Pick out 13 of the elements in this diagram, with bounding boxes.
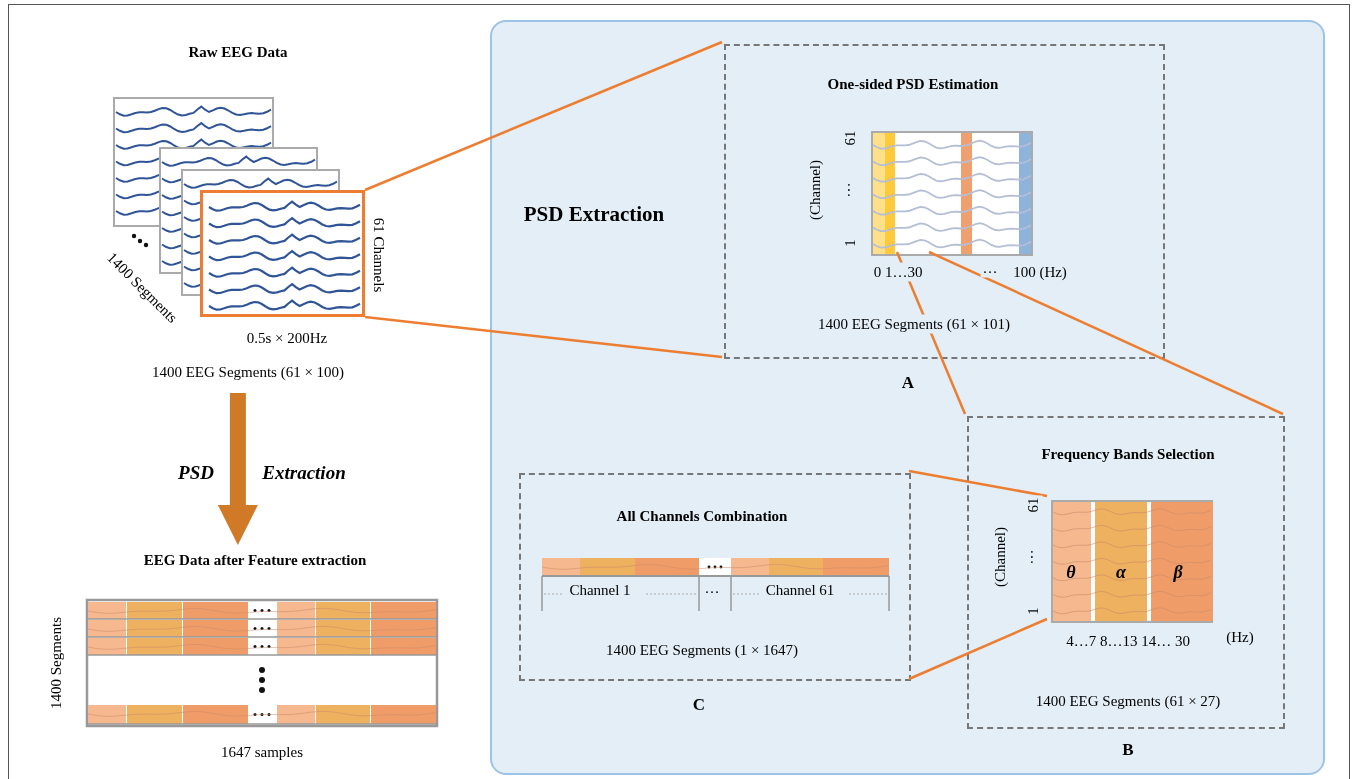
tick-label: 0 1…30 [871,262,925,282]
zoom-line [908,617,1048,681]
process-panel [490,20,1325,775]
zoom-line [908,469,1048,498]
eeg-segment-drawing [200,190,365,317]
zoom-line [928,250,1284,416]
zoom-line [364,315,723,359]
band-symbol: β [1172,560,1184,584]
arrow [217,393,258,545]
band-symbol: α [1115,560,1127,584]
zoom-line [364,40,723,192]
zoom-line [895,251,967,415]
band-symbol: θ [1065,560,1077,584]
